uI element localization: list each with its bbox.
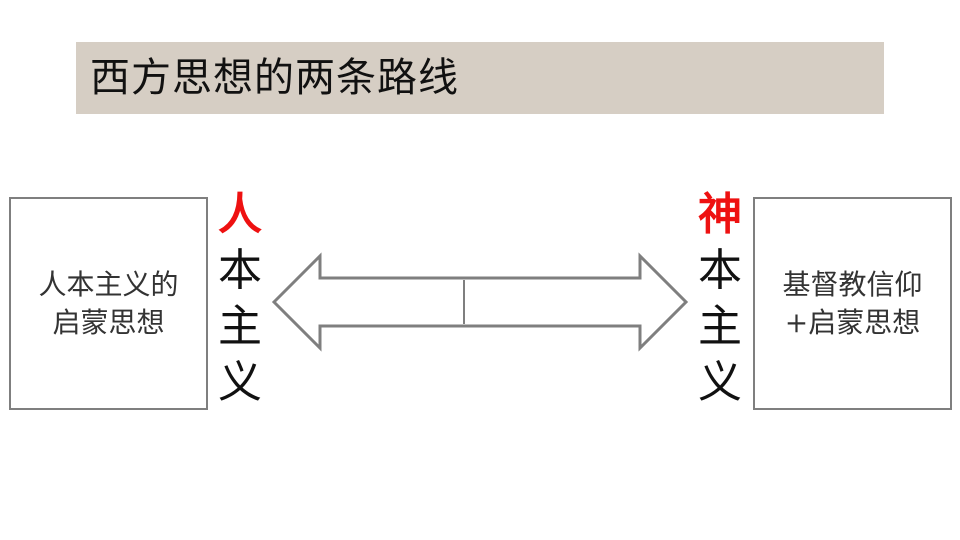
left-label-char-4: 义 bbox=[218, 357, 262, 408]
right-label-char-3: 主 bbox=[698, 301, 742, 352]
left-label-char-1: 人 bbox=[218, 189, 262, 240]
left-label-char-3: 主 bbox=[218, 301, 262, 352]
left-label-char-2: 本 bbox=[218, 245, 262, 296]
arrow-shape bbox=[271, 252, 689, 352]
right-label-char-1: 神 bbox=[698, 189, 742, 240]
page-title: 西方思想的两条路线 bbox=[90, 55, 459, 101]
left-vertical-label: 人 本 主 义 bbox=[213, 187, 267, 411]
double-headed-arrow-icon bbox=[271, 252, 689, 352]
left-box-text: 人本主义的 启蒙思想 bbox=[38, 267, 179, 339]
left-box: 人本主义的 启蒙思想 bbox=[9, 197, 208, 410]
right-label-char-2: 本 bbox=[698, 245, 742, 296]
right-vertical-label: 神 本 主 义 bbox=[693, 187, 747, 411]
right-label-char-4: 义 bbox=[698, 357, 742, 408]
right-box: 基督教信仰 +启蒙思想 bbox=[753, 197, 952, 410]
title-bar: 西方思想的两条路线 bbox=[76, 42, 884, 114]
right-box-text: 基督教信仰 +启蒙思想 bbox=[782, 267, 923, 339]
